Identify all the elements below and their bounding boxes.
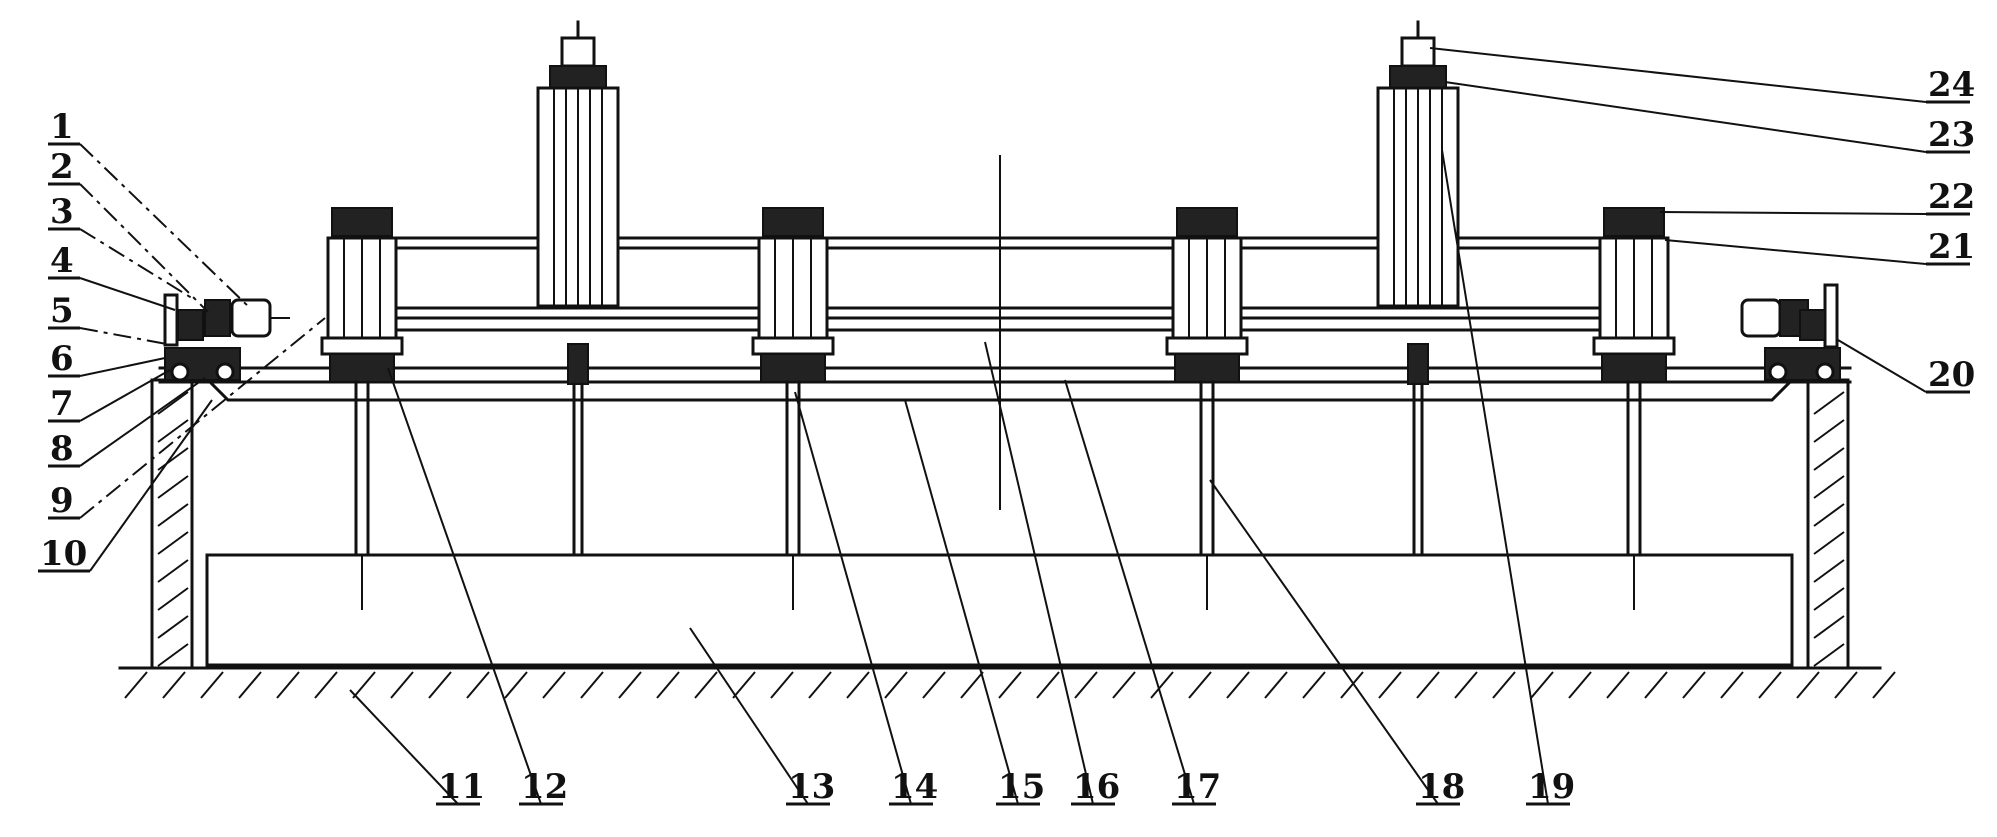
label-group-left: 1 2 3 4 5 6 7 8 9 10: [38, 107, 90, 574]
label-23: 23: [1926, 115, 1975, 155]
bridge-frame: [158, 155, 1852, 510]
svg-text:15: 15: [998, 767, 1045, 807]
label-6: 6: [48, 339, 80, 379]
svg-text:1: 1: [50, 107, 74, 147]
label-20: 20: [1926, 355, 1975, 395]
svg-text:17: 17: [1174, 767, 1221, 807]
ground: [118, 666, 1896, 699]
leader-lines: [79, 47, 1927, 805]
svg-text:23: 23: [1928, 115, 1975, 155]
label-10: 10: [38, 534, 90, 574]
label-8: 8: [48, 429, 80, 469]
label-18: 18: [1416, 767, 1465, 807]
svg-text:10: 10: [40, 534, 87, 574]
label-group-bottom: 11 12 13 14 15 16 17 18 19: [436, 767, 1575, 807]
right-drive-unit: [1740, 283, 1841, 382]
pit-wall-left: [150, 378, 194, 670]
hoist-column: [1592, 207, 1676, 610]
svg-text:11: 11: [438, 767, 485, 807]
label-group-right: 24 23 22 21 20: [1926, 65, 1975, 395]
label-11: 11: [436, 767, 485, 807]
svg-text:3: 3: [50, 192, 74, 232]
label-24: 24: [1926, 65, 1975, 105]
label-5: 5: [48, 291, 80, 331]
hoist-column: [320, 207, 404, 610]
svg-text:16: 16: [1073, 767, 1120, 807]
label-14: 14: [889, 767, 938, 807]
pit-wall-right: [1806, 378, 1850, 670]
svg-text:21: 21: [1928, 227, 1975, 267]
hoist-column: [751, 207, 835, 610]
left-drive-unit: [163, 293, 290, 382]
svg-text:7: 7: [50, 384, 74, 424]
hoist-column: [1165, 207, 1249, 610]
label-4: 4: [48, 241, 80, 281]
label-21: 21: [1926, 227, 1975, 267]
svg-text:9: 9: [50, 481, 74, 521]
label-17: 17: [1172, 767, 1221, 807]
svg-text:14: 14: [891, 767, 938, 807]
svg-text:19: 19: [1528, 767, 1575, 807]
svg-text:22: 22: [1928, 177, 1975, 217]
svg-text:8: 8: [50, 429, 74, 469]
label-2: 2: [48, 147, 80, 187]
label-9: 9: [48, 481, 80, 521]
label-22: 22: [1926, 177, 1975, 217]
svg-text:12: 12: [521, 767, 568, 807]
svg-text:13: 13: [788, 767, 835, 807]
lifting-tower: [536, 20, 620, 557]
label-3: 3: [48, 192, 80, 232]
svg-text:5: 5: [50, 291, 74, 331]
svg-text:2: 2: [50, 147, 74, 187]
label-13: 13: [786, 767, 835, 807]
hoist-columns: [320, 207, 1676, 610]
label-1: 1: [48, 107, 80, 147]
lifting-tower: [1376, 20, 1460, 557]
svg-text:24: 24: [1928, 65, 1975, 105]
svg-text:18: 18: [1418, 767, 1465, 807]
svg-text:6: 6: [50, 339, 74, 379]
label-19: 19: [1526, 767, 1575, 807]
label-7: 7: [48, 384, 80, 424]
svg-text:20: 20: [1928, 355, 1975, 395]
tank: [205, 553, 1794, 667]
label-12: 12: [519, 767, 568, 807]
lifting-towers: [536, 20, 1460, 557]
label-16: 16: [1071, 767, 1120, 807]
label-15: 15: [996, 767, 1045, 807]
svg-text:4: 4: [50, 241, 74, 281]
